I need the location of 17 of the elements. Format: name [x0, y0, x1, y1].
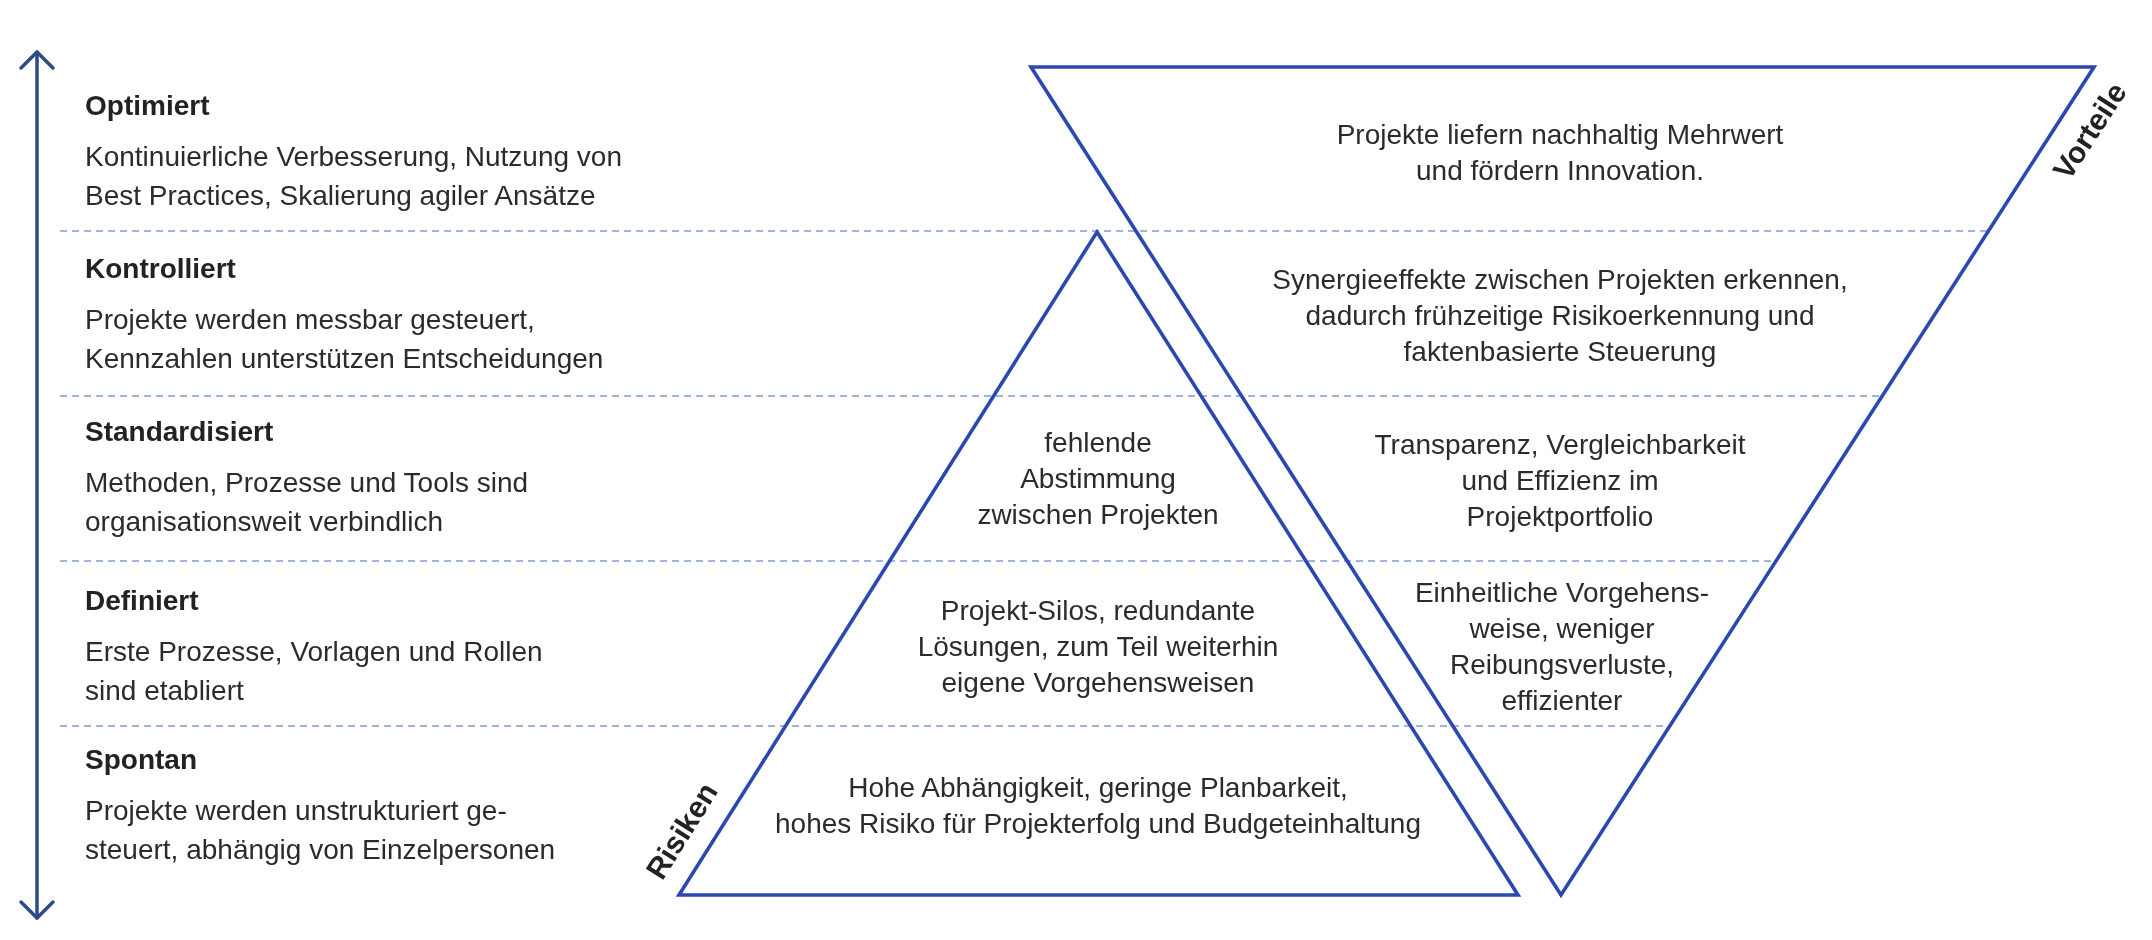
section-text: Hohe Abhängigkeit, geringe Planbarkeit, hohes Risiko für Projekterfolg und Budgeteinhaltung [775, 772, 1421, 839]
level-description: Projekte werden unstrukturiert ge- steuert, abhängig von Einzelpersonen [85, 795, 556, 865]
section-text: Projekte liefern nachhaltig Mehrwert und fördern Innovation. [1336, 119, 1784, 186]
section-text: Projekt-Silos, redundante Lösungen, zum Teil weiterhin eigene Vorgehensweisen [917, 595, 1279, 698]
section-text: fehlende Abstimmung zwischen Projekten [977, 427, 1219, 530]
section-text: Einheitliche Vorgehens- weise, weniger Reibungsverluste, effizienter [1414, 577, 1710, 716]
section-text: Synergieeffekte zwischen Projekten erkennen, dadurch frühzeitige Risikoerkennung und faktenbasierte Steuerung [1272, 264, 1848, 367]
section-text: Transparenz, Vergleichbarkeit und Effizienz im Projektportfolio [1374, 429, 1746, 532]
level-description: Projekte werden messbar gesteuert, Kennzahlen unterstützen Entscheidungen [85, 304, 604, 374]
level-description: Methoden, Prozesse und Tools sind organisationsweit verbindlich [85, 467, 529, 537]
level-description: Kontinuierliche Verbesserung, Nutzung von Best Practices, Skalierung agiler Ansätze [85, 141, 622, 211]
level-description: Erste Prozesse, Vorlagen und Rollen sind etabliert [85, 636, 543, 706]
level-heading: Definiert [85, 584, 199, 618]
level-heading: Standardisiert [85, 415, 274, 449]
level-heading: Spontan [85, 743, 197, 777]
level-heading: Kontrolliert [85, 252, 236, 286]
level-heading: Optimiert [85, 89, 210, 123]
